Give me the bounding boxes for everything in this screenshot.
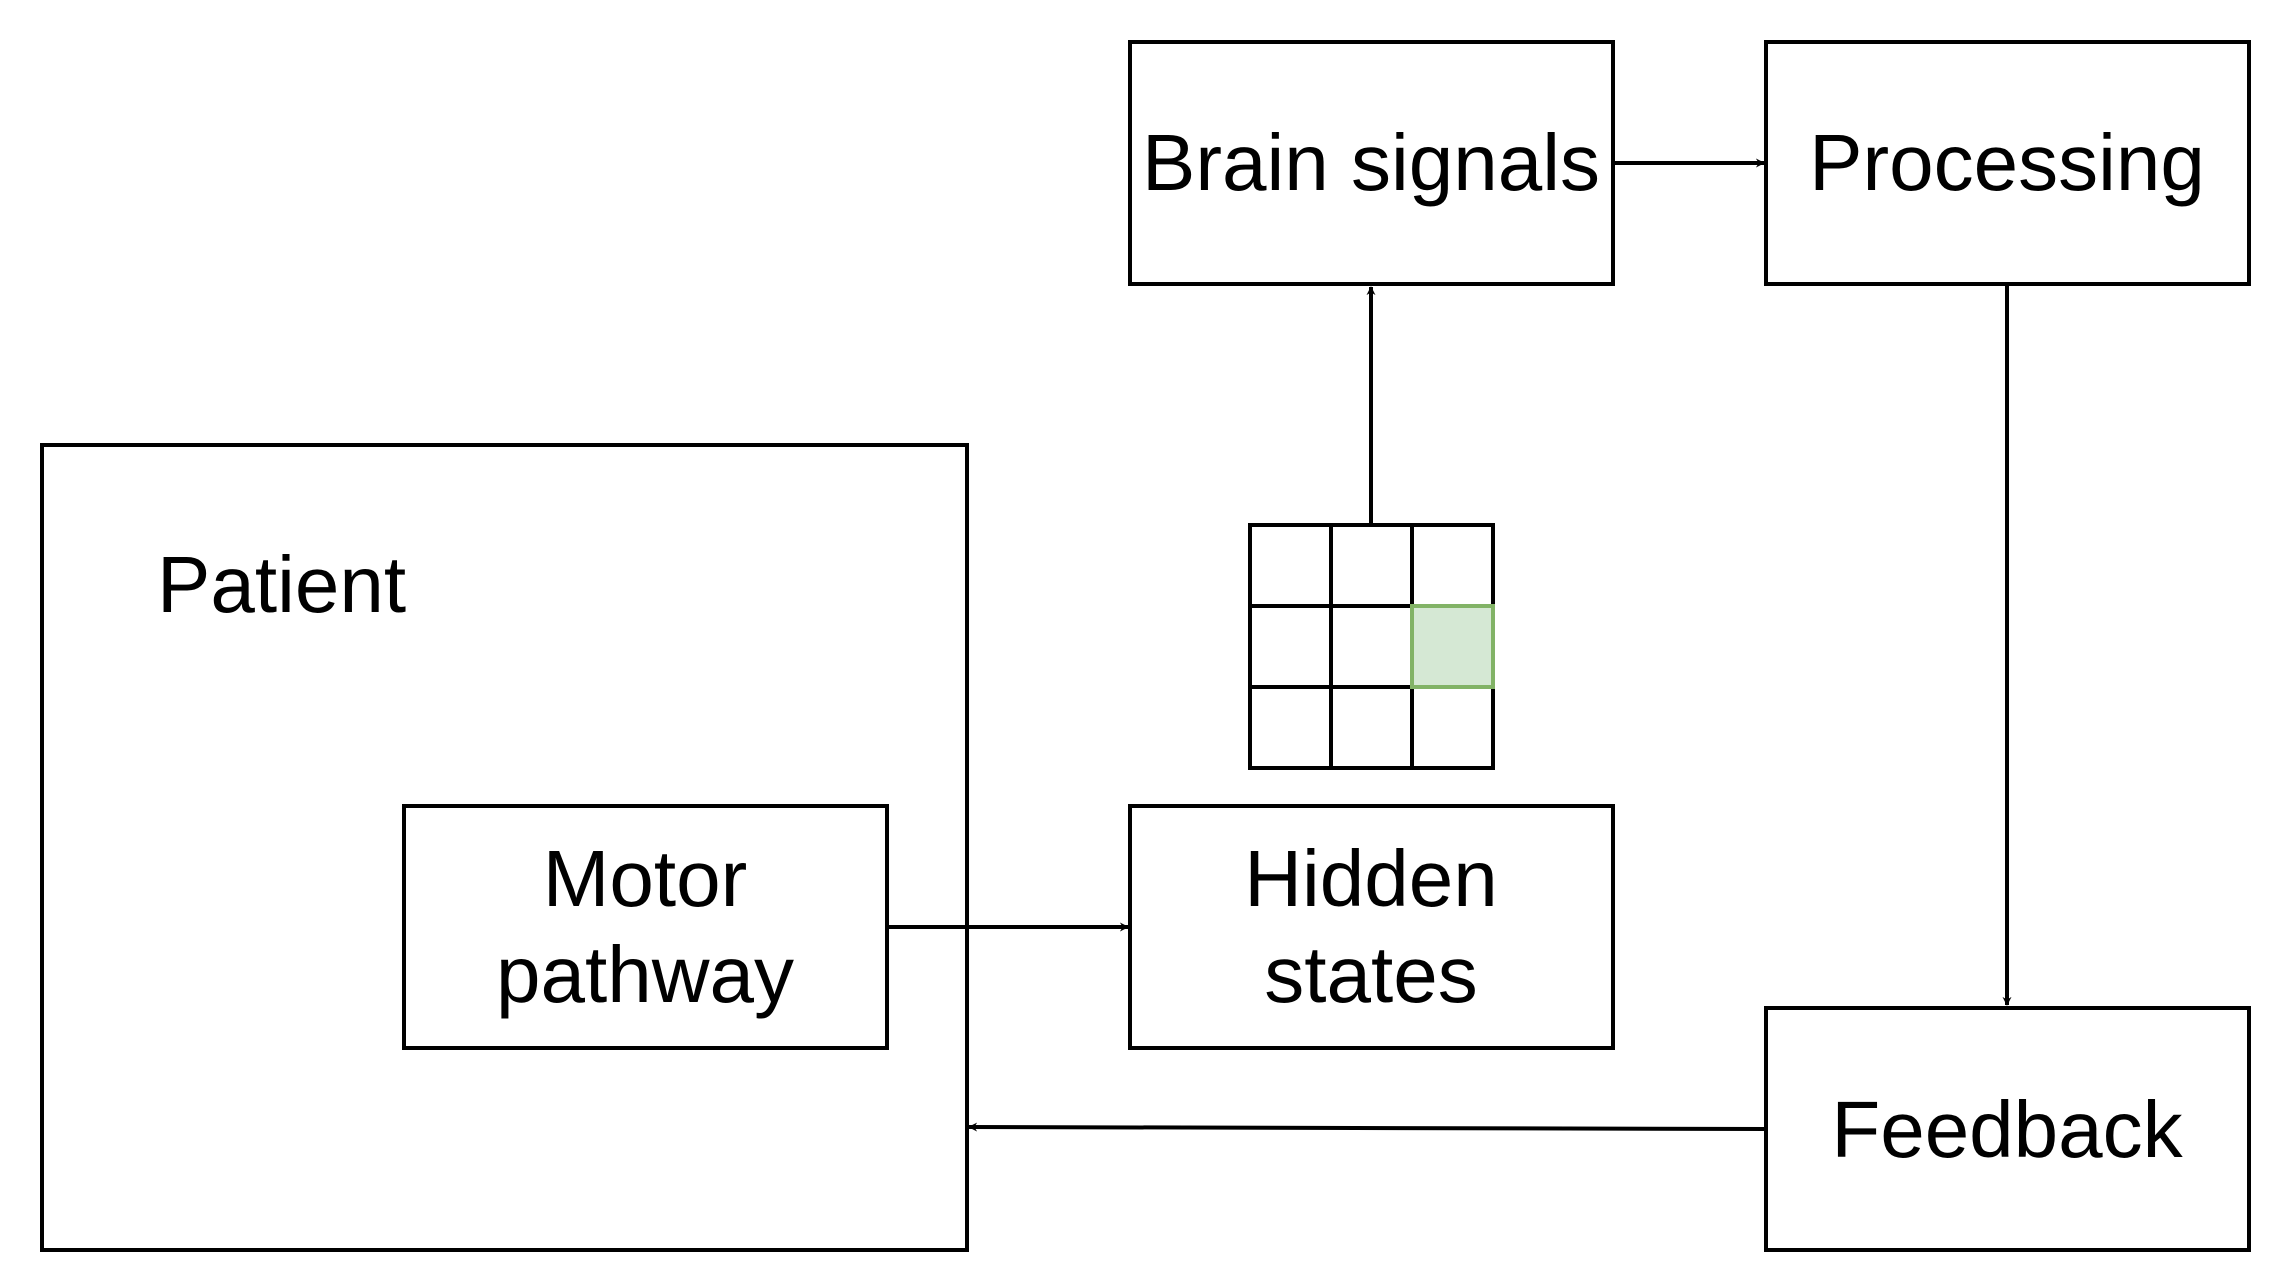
motor-pathway-label-line-1: Motor: [543, 834, 748, 923]
patient-label: Patient: [157, 540, 406, 629]
feedback-node: Feedback: [1764, 1006, 2251, 1252]
edge-feedback-to-patient: [968, 1122, 1767, 1132]
state-grid-cell: [1248, 604, 1333, 689]
processing-node: Processing: [1764, 40, 2251, 286]
state-grid-cell: [1248, 523, 1333, 608]
state-grid-cell-active: [1410, 604, 1495, 689]
state-grid-cell: [1329, 523, 1414, 608]
motor-pathway-label-line-2: pathway: [496, 930, 794, 1019]
state-grid-cell: [1329, 685, 1414, 770]
brain-signals-label: Brain signals: [1142, 118, 1600, 207]
state-grid-cell: [1248, 685, 1333, 770]
hidden-states-label-line-1: Hidden: [1244, 834, 1498, 923]
feedback-label: Feedback: [1831, 1085, 2183, 1174]
brain-signals-node: Brain signals: [1128, 40, 1615, 286]
hidden-states-label-line-2: states: [1264, 930, 1477, 1019]
motor-pathway-node: Motor pathway: [402, 804, 889, 1050]
hidden-states-node: Hidden states: [1128, 804, 1615, 1050]
state-grid-cell: [1410, 523, 1495, 608]
state-grid-cell: [1410, 685, 1495, 770]
state-grid-cell: [1329, 604, 1414, 689]
processing-label: Processing: [1809, 118, 2205, 207]
state-grid: [1248, 523, 1495, 770]
